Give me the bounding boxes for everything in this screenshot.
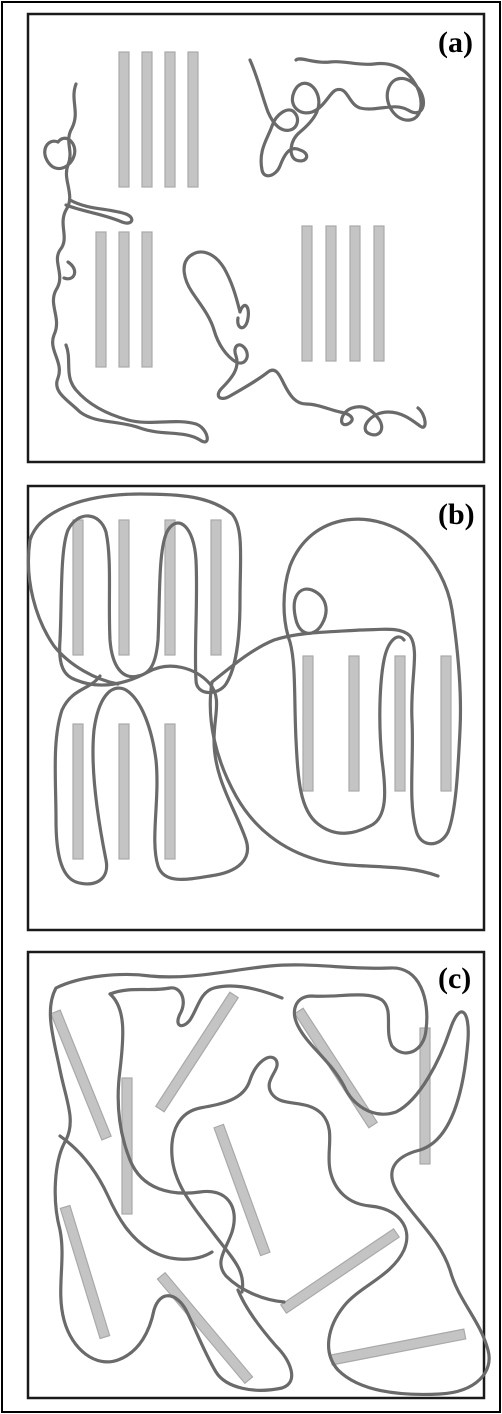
rod bbox=[165, 724, 175, 859]
rod bbox=[165, 52, 175, 187]
rod bbox=[119, 724, 129, 859]
rod bbox=[119, 232, 129, 367]
rod bbox=[302, 226, 312, 361]
rod bbox=[211, 520, 221, 655]
rod bbox=[142, 52, 152, 187]
rod bbox=[374, 226, 384, 361]
rod bbox=[349, 656, 359, 791]
rod bbox=[119, 520, 129, 655]
rod bbox=[73, 520, 83, 655]
panel-a-label: (a) bbox=[438, 26, 473, 59]
panel-b-frame bbox=[28, 486, 484, 930]
rod bbox=[441, 656, 451, 791]
rod bbox=[188, 52, 198, 187]
rod bbox=[73, 724, 83, 859]
panel-c-label: (c) bbox=[438, 962, 471, 995]
rod bbox=[142, 232, 152, 367]
rod bbox=[350, 226, 360, 361]
panel-c: (c) bbox=[28, 952, 489, 1398]
rod bbox=[303, 656, 313, 791]
rod bbox=[326, 226, 336, 361]
rod bbox=[165, 520, 175, 655]
panel-b-label: (b) bbox=[438, 498, 475, 531]
panel-b: (b) bbox=[28, 486, 484, 930]
rod bbox=[395, 656, 405, 791]
panel-a: (a) bbox=[28, 14, 484, 462]
rod bbox=[119, 52, 129, 187]
rod bbox=[420, 1028, 430, 1164]
rod bbox=[96, 232, 106, 367]
